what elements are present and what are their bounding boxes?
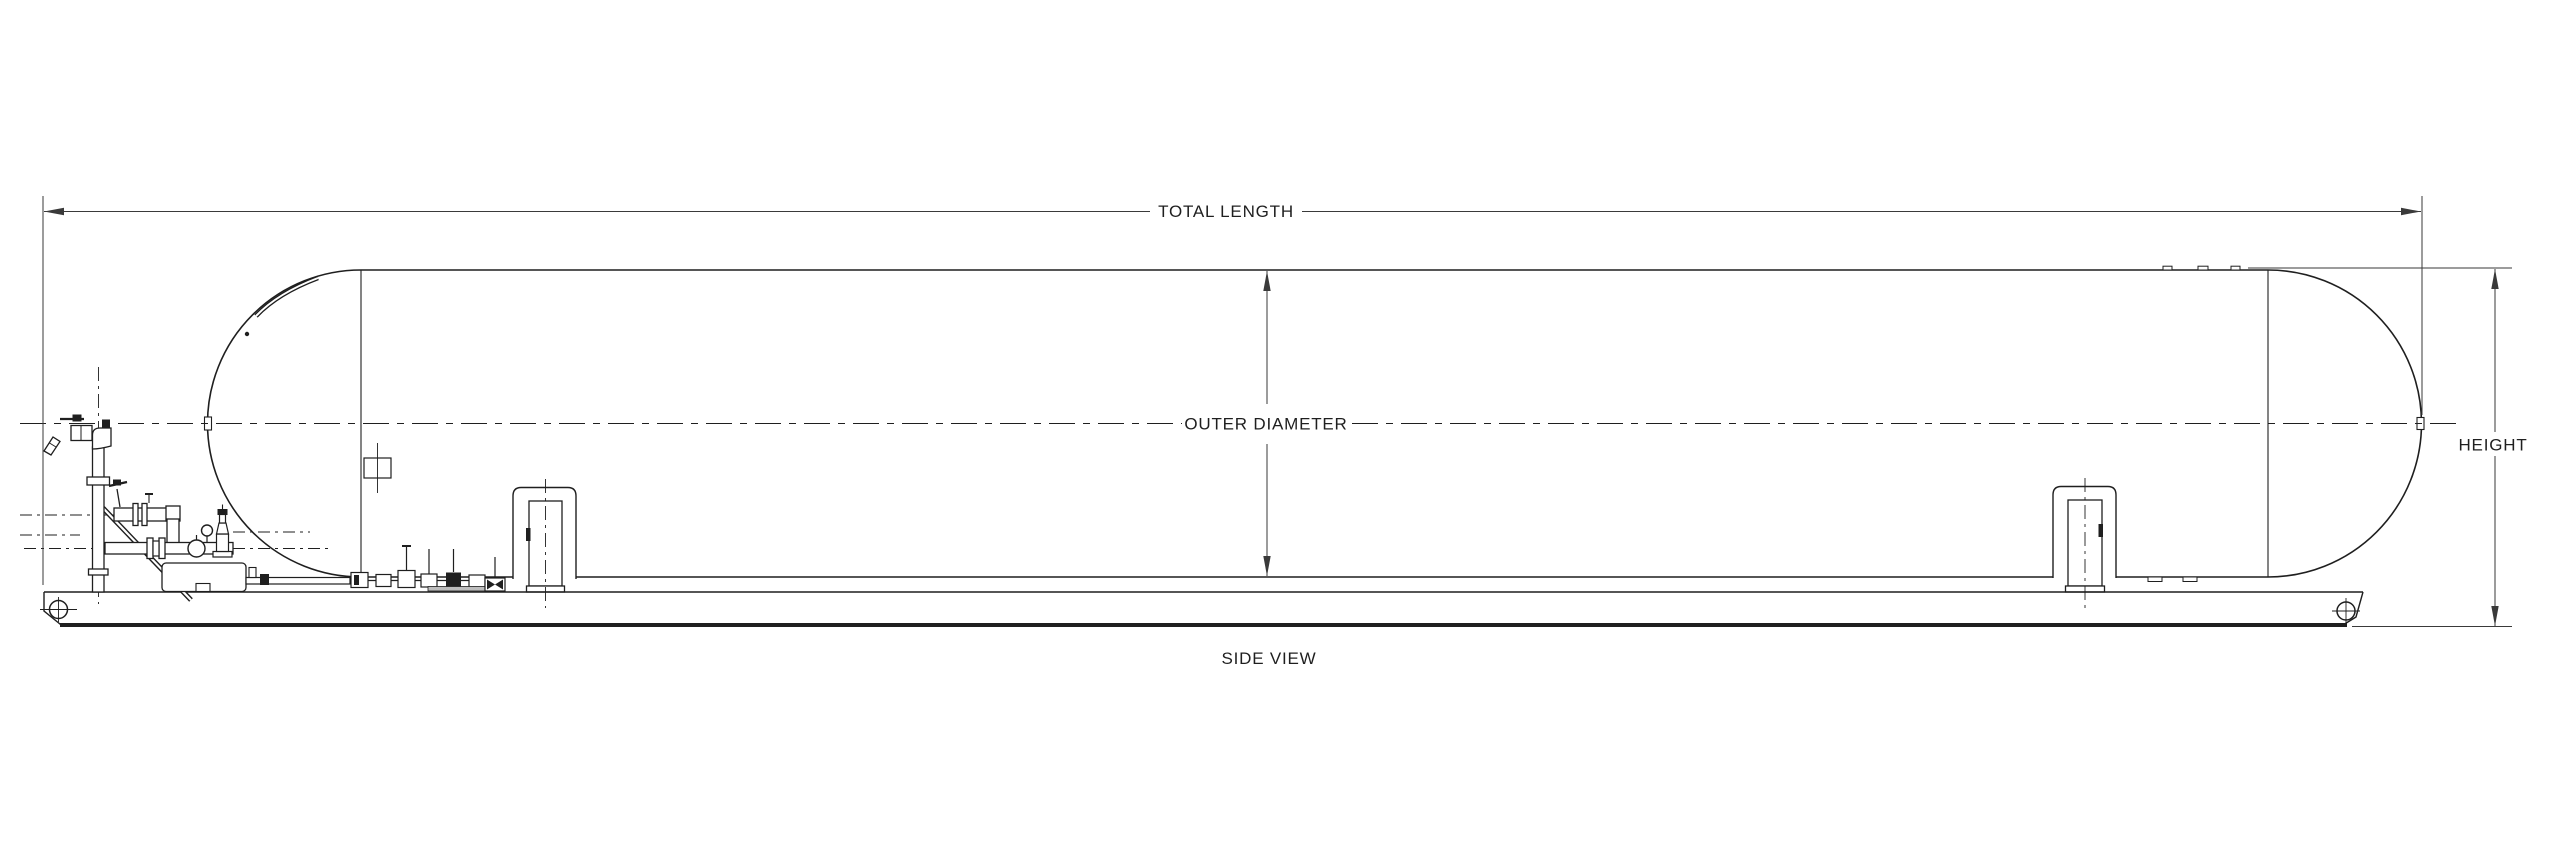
relief-valve-flange	[212, 550, 233, 558]
rear-support	[2052, 478, 2117, 608]
cluster-valve	[375, 573, 392, 588]
valve-cluster	[350, 545, 491, 592]
cabinet-detail	[195, 582, 211, 593]
top-shell-tabs	[2162, 265, 2241, 271]
cluster-valve-core	[354, 575, 359, 585]
bottom-pipe-valve	[260, 574, 269, 585]
tank-vessel	[203, 265, 2425, 582]
cluster-valve	[420, 573, 438, 588]
rear-support-clip	[2098, 524, 2103, 537]
cluster-valve	[468, 574, 486, 588]
right-lifting-lug	[2332, 598, 2360, 624]
relief-valve	[212, 504, 233, 558]
upper-pipe-flange	[132, 502, 139, 527]
support-valve-wedge	[487, 579, 495, 590]
cluster-valve	[350, 571, 369, 589]
skid-right-end	[2342, 591, 2364, 626]
upper-valve-stem	[116, 488, 121, 508]
dimension-total-length: TOTAL LENGTH	[42, 196, 2423, 585]
dimension-outer-diameter: OUTER DIAMETER	[1184, 271, 1347, 576]
front-support-bracket	[512, 486, 577, 579]
outer-diameter-arrow-bottom	[1263, 556, 1271, 576]
relief-valve-cap	[217, 509, 228, 515]
total-length-arrow-left	[44, 207, 64, 216]
ball-valve	[187, 539, 206, 558]
skid-left-end	[43, 592, 64, 628]
bottom-tab	[2147, 576, 2163, 582]
standpipe-flange-lower	[87, 568, 109, 576]
left-lifting-lug	[40, 597, 77, 622]
skid-frame	[40, 591, 2364, 628]
elbow-top-fitting	[102, 419, 110, 428]
left-head-pad-inner	[255, 277, 319, 317]
mid-pipe-flange	[158, 537, 166, 560]
dimension-height: HEIGHT	[2248, 267, 2527, 627]
top-tab	[2197, 265, 2209, 271]
upper-pipe-drop	[166, 518, 180, 545]
cluster-mount-strip	[427, 586, 491, 592]
front-support-clip	[526, 528, 531, 541]
standpipe-flange-upper	[86, 476, 111, 486]
total-length-arrow-right	[2401, 207, 2421, 216]
height-arrow-top	[2491, 269, 2499, 289]
relief-valve-taper	[215, 522, 230, 535]
fill-nozzle	[43, 436, 61, 456]
top-tab	[2230, 265, 2241, 271]
outer-diameter-arrow-top	[1263, 271, 1271, 291]
view-label: SIDE VIEW	[1221, 649, 1316, 668]
fill-valve-knob	[72, 414, 82, 422]
pressure-gauge	[200, 524, 214, 537]
rear-support-bracket	[2052, 485, 2117, 578]
outer-diameter-label: OUTER DIAMETER	[1184, 415, 1347, 434]
piping-assembly	[20, 367, 506, 604]
height-arrow-bottom	[2491, 606, 2499, 626]
standpipe-elbow	[91, 427, 112, 450]
support-valve-wedge	[495, 579, 503, 590]
support-side-valve	[484, 557, 506, 592]
bottom-pipe-stub	[248, 566, 257, 579]
top-tab	[2162, 265, 2173, 271]
height-label: HEIGHT	[2458, 436, 2527, 455]
bottom-pipe	[245, 576, 351, 585]
total-length-label: TOTAL LENGTH	[1158, 202, 1294, 221]
cluster-valve	[397, 569, 416, 589]
mid-pipe-flange	[146, 537, 154, 560]
mid-valve-body	[152, 540, 160, 557]
upper-pipe-flange	[141, 502, 148, 527]
mid-pipe	[104, 541, 234, 555]
cluster-valve-dark	[446, 572, 461, 588]
upper-valve-knob	[113, 479, 121, 486]
bottom-tab	[2182, 576, 2198, 582]
relief-valve-neck	[218, 513, 227, 524]
bottom-shell-tabs	[2147, 576, 2198, 582]
front-support	[512, 479, 577, 608]
left-head-weld-dot	[244, 331, 250, 337]
relief-valve-body	[215, 533, 230, 553]
fill-nozzle-line	[49, 442, 57, 448]
